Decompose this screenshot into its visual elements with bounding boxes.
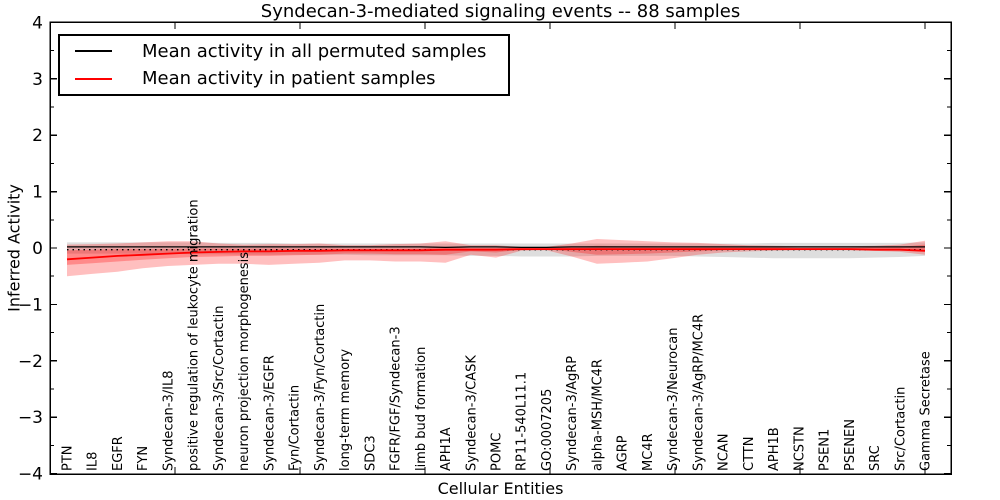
y-tick-label: −1 bbox=[18, 295, 43, 315]
x-category-label: FGFR/FGF/Syndecan-3 bbox=[389, 326, 404, 471]
y-tick-label: 3 bbox=[32, 70, 43, 90]
x-axis-label: Cellular Entities bbox=[437, 479, 564, 498]
permuted-mean-line bbox=[67, 246, 925, 249]
legend-line-sample-black bbox=[75, 50, 112, 53]
y-tick-label: −4 bbox=[18, 465, 43, 485]
x-category-label: IL8 bbox=[86, 452, 101, 471]
x-category-label: Syndecan-3/AgRP/MC4R bbox=[691, 314, 706, 471]
x-category-label: MC4R bbox=[641, 433, 656, 471]
x-category-label: Syndecan-3/Fyn/Cortactin bbox=[313, 304, 328, 471]
x-category-label: AGRP bbox=[616, 435, 631, 471]
x-category-label: Syndecan-3/IL8 bbox=[161, 371, 176, 471]
y-tick-label: 4 bbox=[32, 13, 43, 33]
chart-title: Syndecan-3-mediated signaling events -- … bbox=[260, 1, 741, 22]
x-category-label: long-term memory bbox=[338, 349, 353, 471]
y-tick-label: −3 bbox=[18, 408, 43, 428]
legend-label: Mean activity in patient samples bbox=[142, 68, 436, 90]
x-category-label: APH1A bbox=[439, 427, 454, 471]
x-category-label: PSEN1 bbox=[818, 429, 833, 471]
x-category-label: SRC bbox=[868, 445, 883, 471]
x-category-label: CTTN bbox=[742, 437, 757, 471]
x-category-label: EGFR bbox=[111, 436, 126, 471]
x-category-label: neuron projection morphogenesis bbox=[237, 252, 252, 471]
x-category-label: PTN bbox=[61, 445, 76, 471]
legend-item-permuted: Mean activity in all permuted samples bbox=[75, 39, 508, 63]
x-category-label: PSENEN bbox=[843, 419, 858, 471]
x-category-label: SDC3 bbox=[363, 435, 378, 471]
x-category-label: alpha-MSH/MC4R bbox=[590, 359, 605, 471]
legend-line-sample-red bbox=[75, 77, 112, 80]
legend: Mean activity in all permuted samples Me… bbox=[58, 34, 510, 96]
x-category-label: Syndecan-3/EGFR bbox=[262, 355, 277, 471]
x-category-label: Src/Cortactin bbox=[893, 387, 908, 471]
y-tick-label: 2 bbox=[32, 126, 43, 146]
x-category-label: APH1B bbox=[767, 427, 782, 471]
x-category-label: limb bud formation bbox=[414, 347, 429, 471]
x-category-label: Syndecan-3/AgRP bbox=[565, 356, 580, 471]
x-category-label: NCSTN bbox=[792, 426, 807, 471]
x-category-label: POMC bbox=[489, 433, 504, 471]
x-category-label: Syndecan-3/Neurocan bbox=[666, 328, 681, 471]
legend-label: Mean activity in all permuted samples bbox=[142, 40, 487, 62]
y-tick-label: 0 bbox=[32, 239, 43, 259]
x-category-label: FYN bbox=[136, 446, 151, 471]
x-category-label: Fyn/Cortactin bbox=[288, 385, 303, 471]
y-tick-label: −2 bbox=[18, 352, 43, 372]
y-axis-label: Inferred Activity bbox=[4, 184, 24, 312]
legend-item-patient: Mean activity in patient samples bbox=[75, 67, 508, 91]
x-category-label: NCAN bbox=[717, 434, 732, 471]
x-category-label: Gamma Secretase bbox=[918, 351, 933, 471]
x-category-label: RP11-540L11.1 bbox=[515, 372, 530, 471]
x-category-label: positive regulation of leukocyte migrati… bbox=[187, 199, 202, 471]
y-tick-label: 1 bbox=[32, 183, 43, 203]
x-category-label: Syndecan-3/Src/Cortactin bbox=[212, 305, 227, 471]
x-category-label: GO:0007205 bbox=[540, 389, 555, 471]
x-category-label: Syndecan-3/CASK bbox=[464, 355, 479, 471]
patient-mean-line bbox=[66, 248, 926, 261]
